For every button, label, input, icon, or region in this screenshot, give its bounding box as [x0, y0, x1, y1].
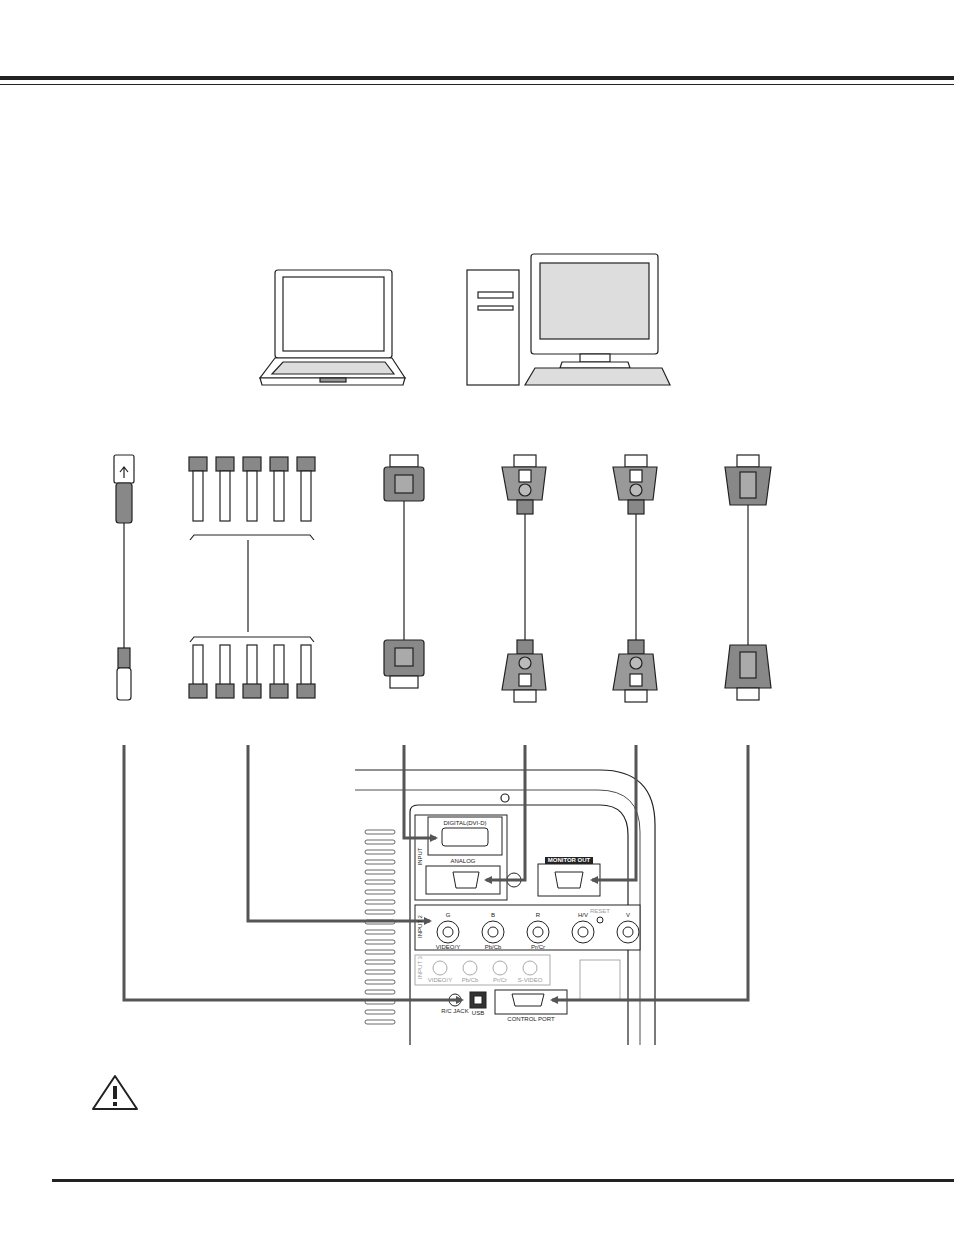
port-label: DIGITAL(DVI-D) [443, 820, 486, 827]
port-label: Pr/Cr [531, 944, 545, 951]
port-label: Pb/Cb [485, 944, 502, 951]
port-label: G [446, 912, 451, 919]
port-label: ANALOG [450, 858, 475, 865]
port-label: INPUT 3 [417, 956, 424, 979]
port-label: R [536, 912, 540, 919]
port-label: Pb/Cb [462, 977, 479, 984]
port-label: USB [472, 1010, 484, 1017]
port-label: INPUT 2 [417, 915, 424, 938]
port-label: V [626, 912, 630, 919]
port-label: VIDEO/Y [428, 977, 452, 984]
port-label: R/C JACK [441, 1008, 468, 1015]
port-label: MONITOR OUT [545, 857, 594, 864]
port-label: S-VIDEO [518, 977, 543, 984]
port-label: INPUT [417, 847, 424, 865]
port-label: VIDEO/Y [436, 944, 460, 951]
port-label: RESET [590, 908, 610, 915]
port-label: B [491, 912, 495, 919]
port-label: H/V [578, 912, 588, 919]
port-label: CONTROL PORT [507, 1016, 554, 1023]
port-label: Pr/Cr [493, 977, 507, 984]
